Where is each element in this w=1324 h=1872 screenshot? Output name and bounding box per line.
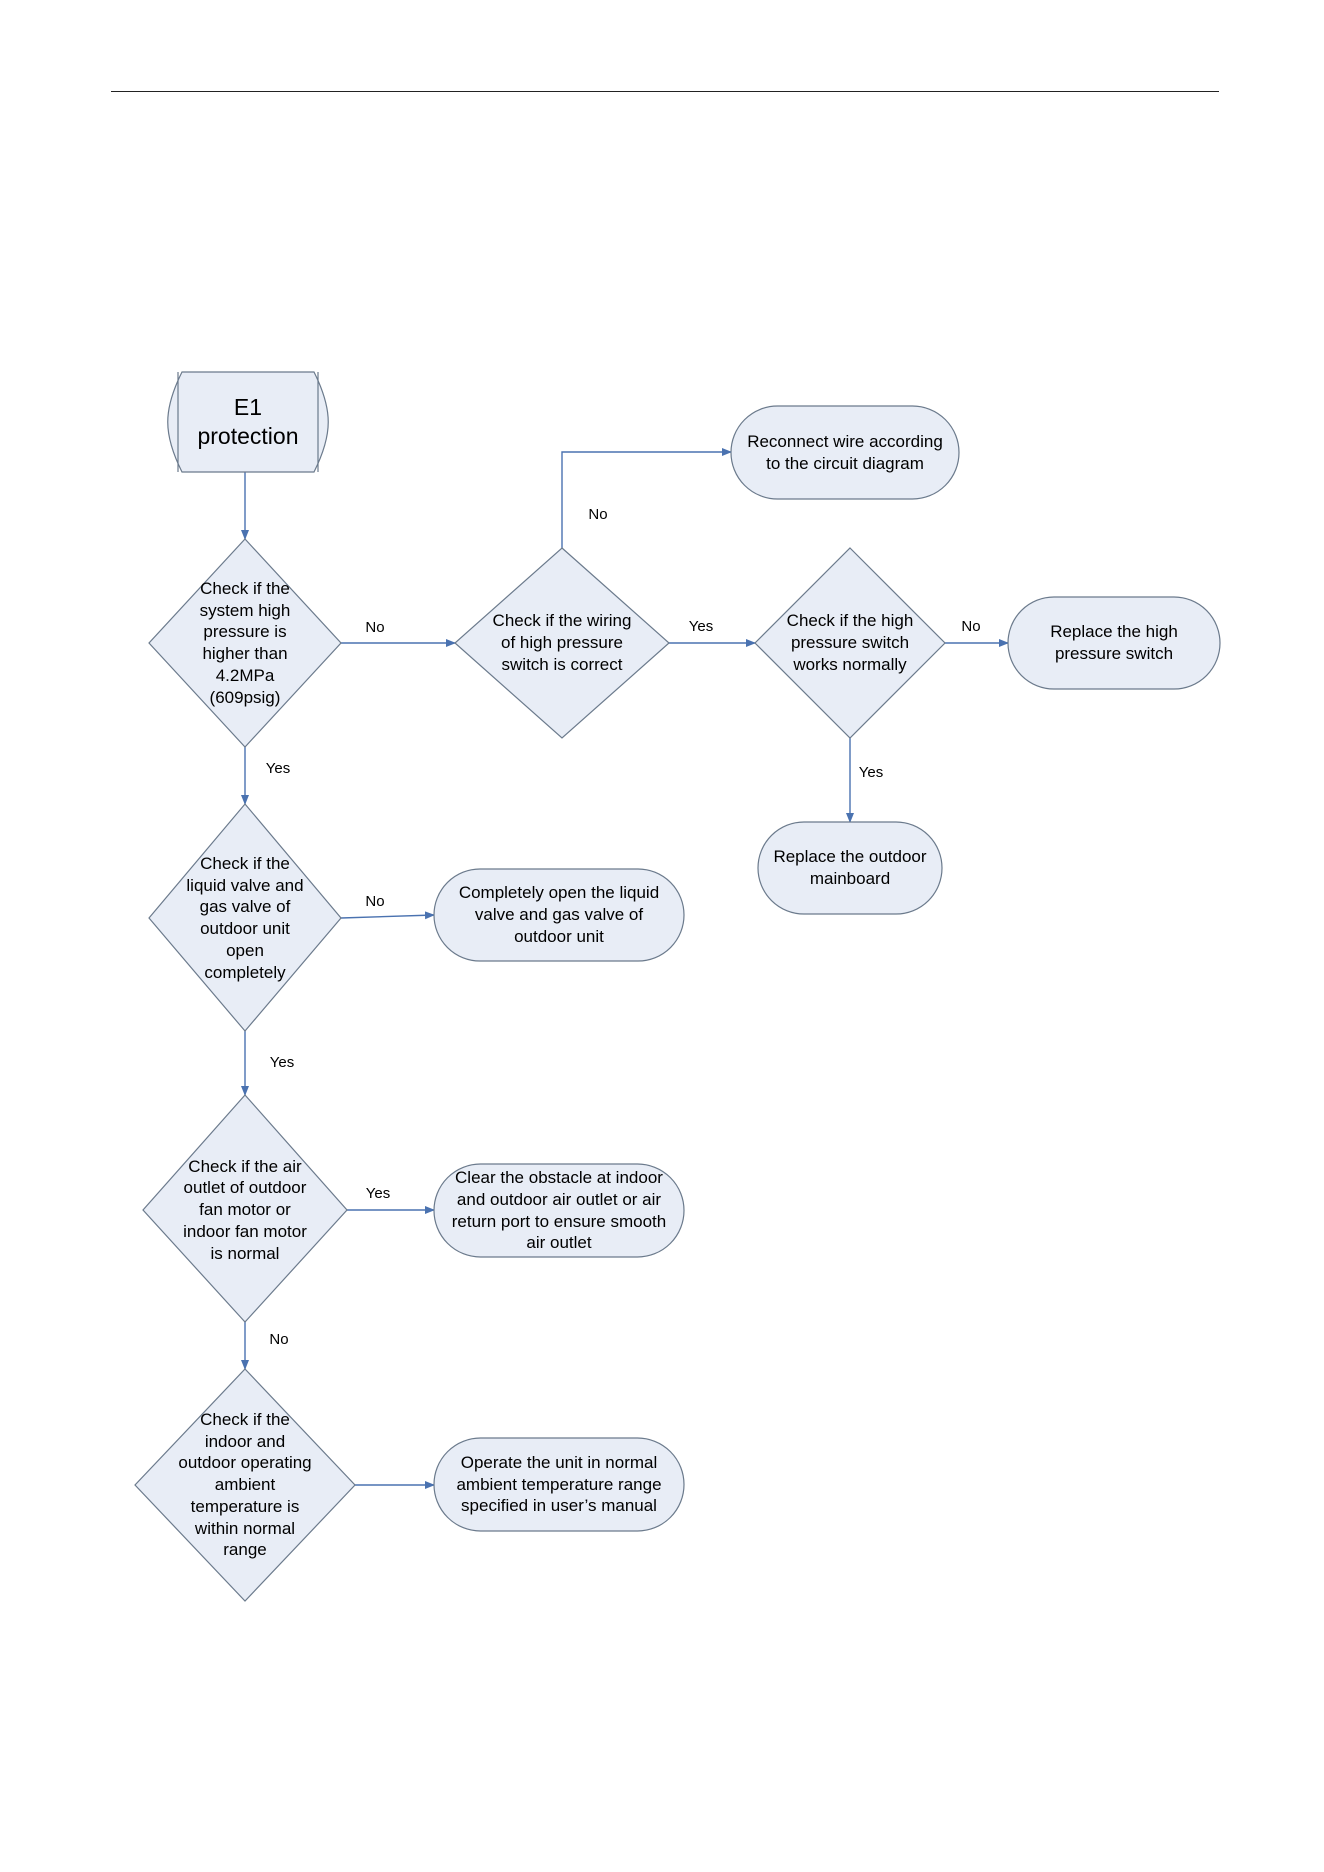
decision-high-pressure-switch	[754, 547, 946, 739]
result-clear-obstacle	[433, 1163, 685, 1258]
result-reconnect-wire	[730, 405, 960, 500]
result-open-valves	[433, 868, 685, 962]
edge-wiring-reconnect	[561, 448, 732, 548]
header-rule	[111, 91, 1219, 92]
result-replace-mainboard	[757, 821, 943, 915]
result-replace-switch	[1007, 596, 1221, 690]
start-terminator	[167, 371, 329, 473]
decision-valves	[148, 803, 342, 1032]
decision-wiring	[454, 547, 670, 739]
decision-system-pressure	[148, 538, 342, 748]
decision-air-outlet	[142, 1094, 348, 1323]
result-operate-normal-range	[433, 1437, 685, 1532]
edge-valve-open	[340, 911, 435, 920]
decision-ambient-temperature	[134, 1368, 356, 1602]
